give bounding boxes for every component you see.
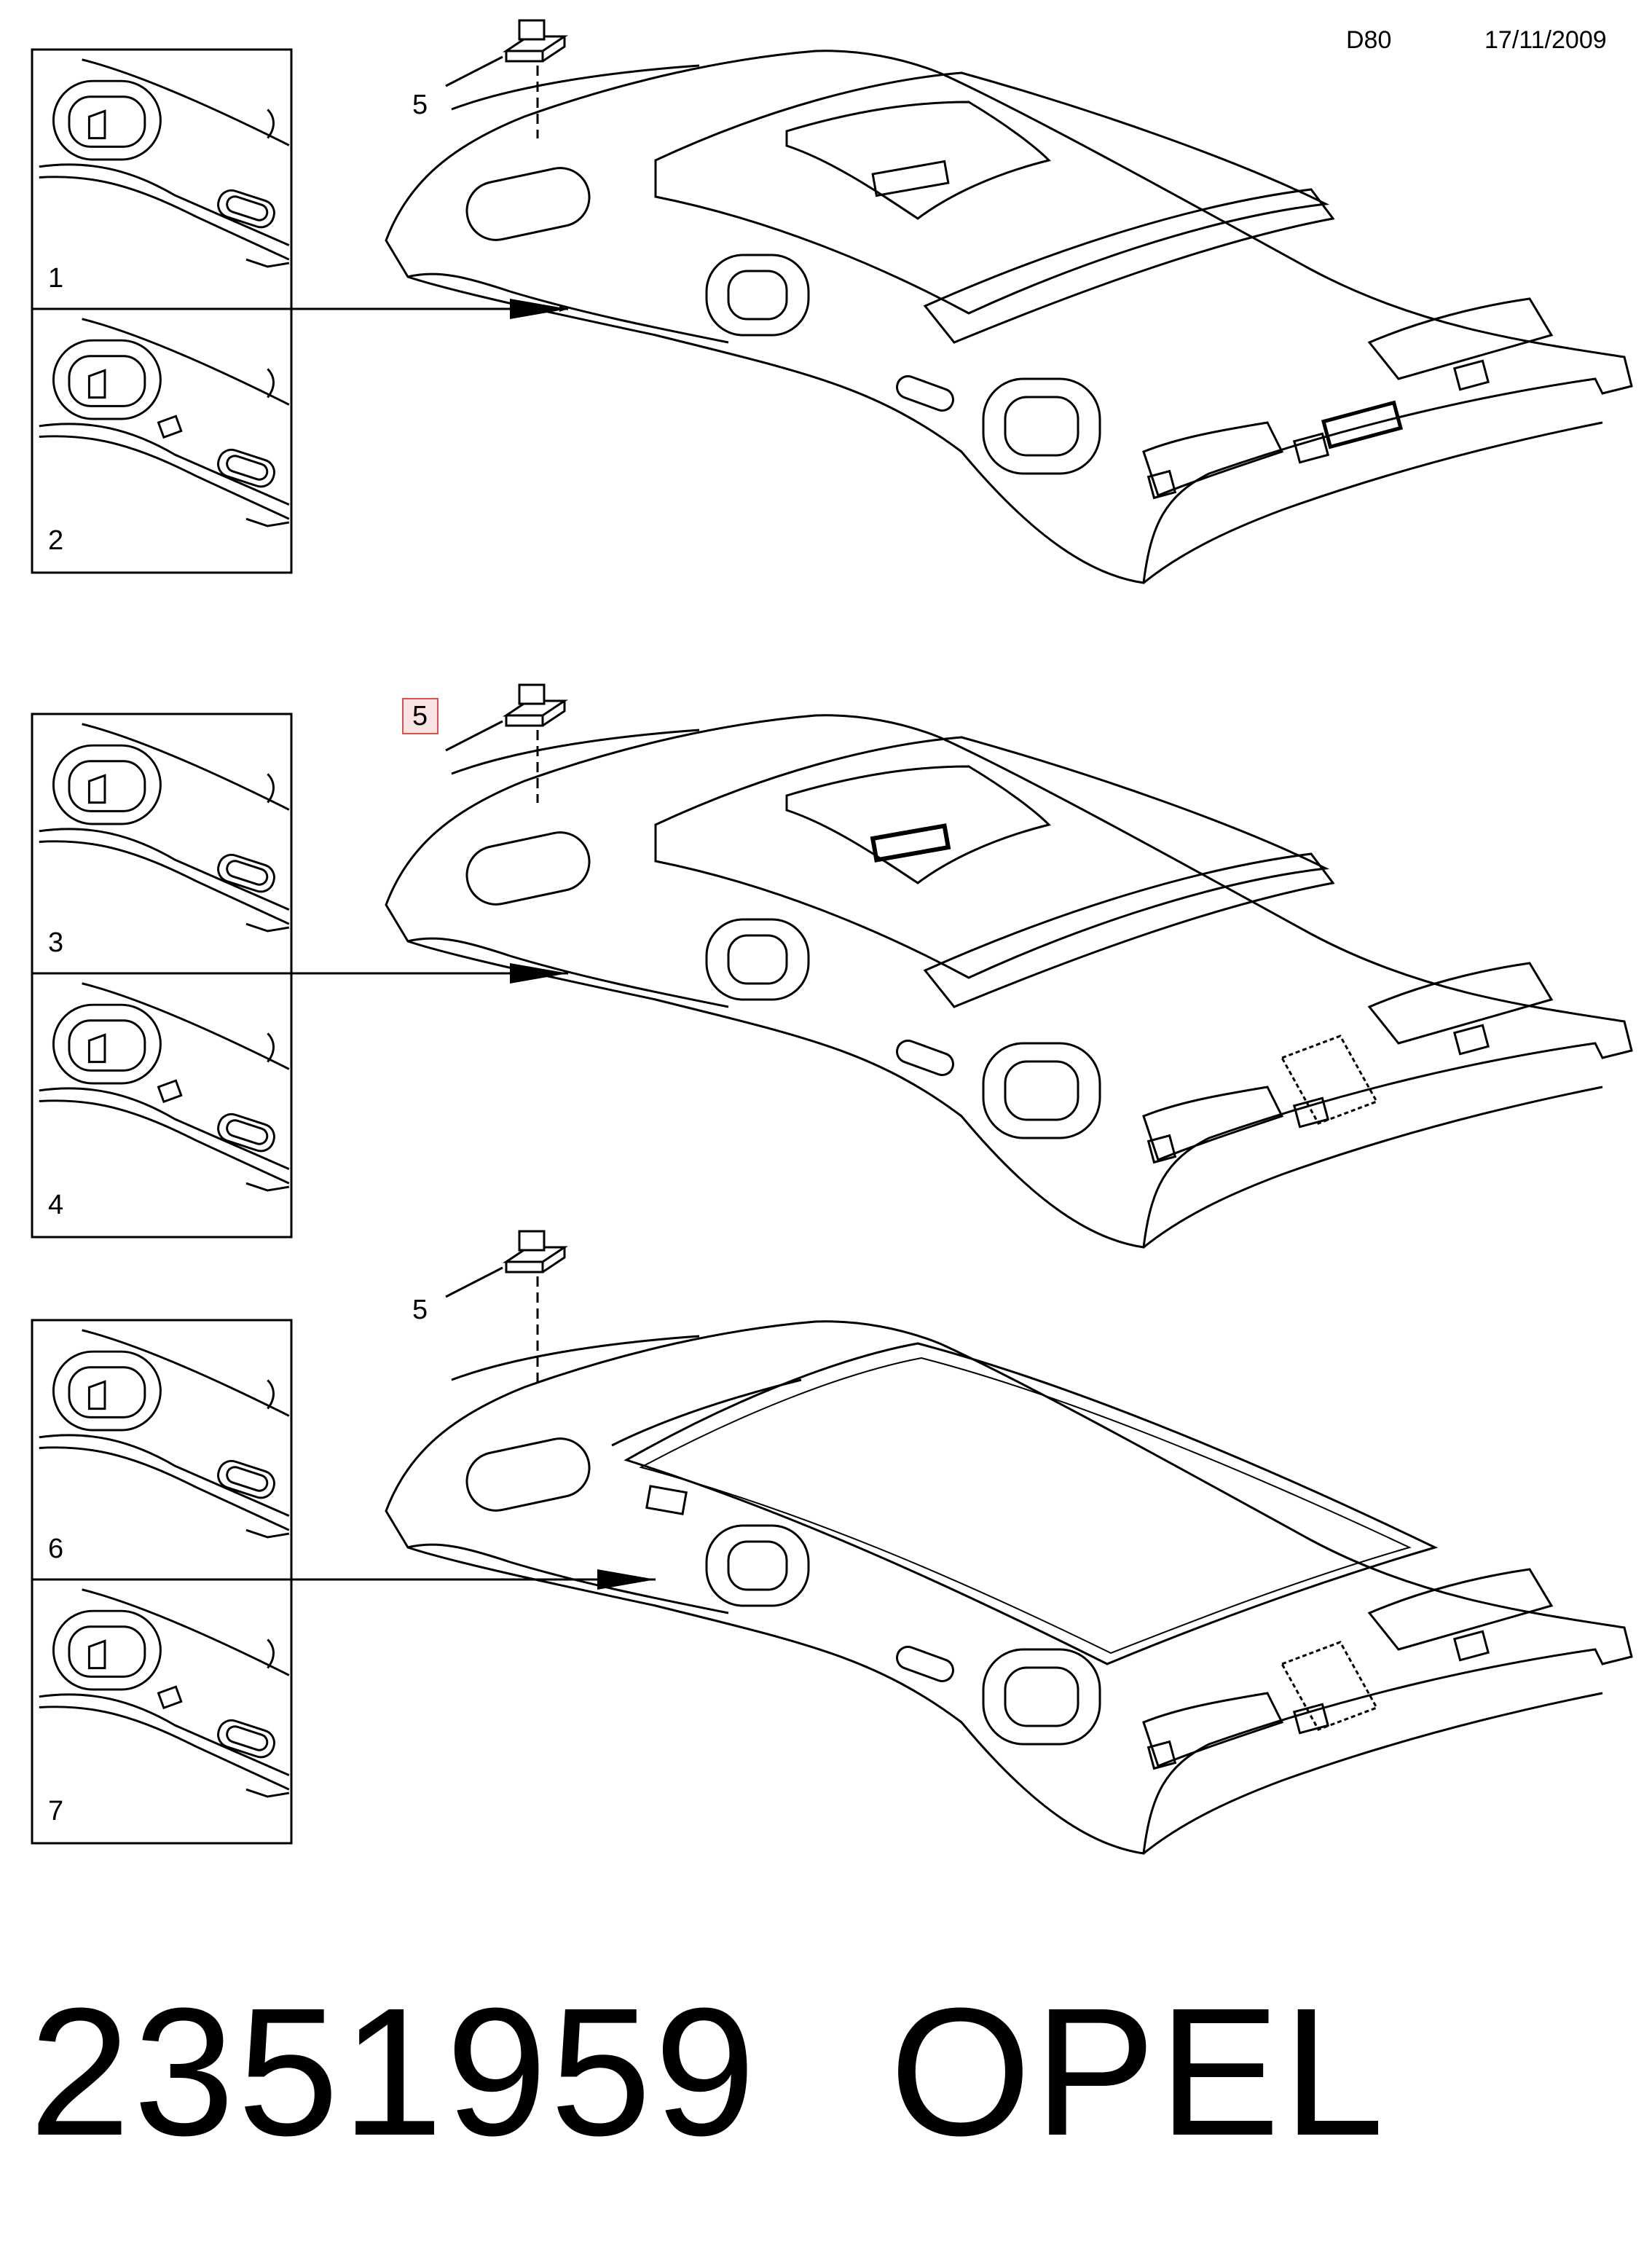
diagram-group-1: 1 2 5 bbox=[31, 19, 1633, 584]
inset-frame bbox=[31, 48, 293, 574]
inset-detail-3 bbox=[38, 723, 291, 933]
clip-part-5 bbox=[505, 19, 566, 63]
diagram-group-3: 6 7 5 bbox=[31, 1230, 1633, 1855]
inset-label: 4 bbox=[48, 1190, 63, 1220]
inset-label: 1 bbox=[48, 263, 63, 294]
inset-label: 2 bbox=[48, 525, 63, 556]
inset-detail-7 bbox=[38, 1588, 291, 1798]
diagram-group-2: 3 4 bbox=[31, 683, 1633, 1249]
inset-detail-2 bbox=[38, 318, 291, 527]
clip-part-5 bbox=[505, 683, 566, 727]
section-code: D80 bbox=[1346, 26, 1392, 54]
callout-label: 5 bbox=[412, 701, 428, 731]
inset-frame bbox=[31, 713, 293, 1239]
inset-detail-4 bbox=[38, 982, 291, 1192]
footer-caption: 2351959 OPEL bbox=[29, 1967, 1387, 2176]
headliner-drawing bbox=[385, 714, 1633, 1249]
clip-part-5 bbox=[505, 1230, 566, 1273]
inset-detail-6 bbox=[38, 1329, 291, 1539]
callout-label: 5 bbox=[412, 1295, 428, 1325]
callout-highlight-box bbox=[402, 698, 438, 734]
headliner-drawing bbox=[385, 1320, 1633, 1855]
inset-frame bbox=[31, 1319, 293, 1845]
inset-detail-1 bbox=[38, 58, 291, 268]
part-number: 2351959 bbox=[29, 1970, 759, 2173]
drawing-date: 17/11/2009 bbox=[1484, 26, 1607, 54]
brand-name: OPEL bbox=[889, 1970, 1388, 2173]
inset-label: 7 bbox=[48, 1796, 63, 1826]
inset-label: 6 bbox=[48, 1534, 63, 1564]
inset-label: 3 bbox=[48, 927, 63, 958]
callout-label: 5 bbox=[412, 90, 428, 120]
headliner-drawing bbox=[385, 50, 1633, 584]
